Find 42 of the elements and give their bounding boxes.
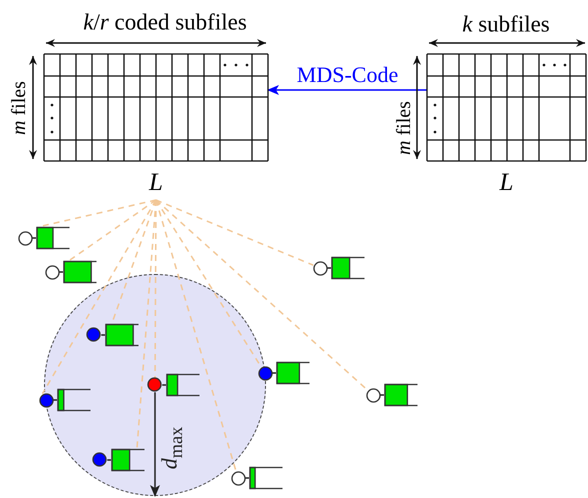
cache-buffer-icon (166, 372, 200, 396)
user-dot-icon (366, 388, 380, 402)
link-line (59, 271, 63, 273)
link-line (70, 199, 156, 261)
arrow (150, 392, 160, 497)
link-line (42, 199, 156, 227)
link-line (162, 384, 166, 386)
link-line (107, 459, 111, 461)
cache-buffer-icon (104, 322, 138, 346)
dimension-label: k subfiles (462, 11, 550, 37)
link-line (42, 200, 157, 394)
dimension-label: k/r coded subfiles (83, 9, 247, 35)
cache-buffer-icon (56, 388, 90, 412)
link-line (272, 372, 276, 374)
link-line (380, 394, 384, 396)
cache-buffer-icon (331, 256, 365, 280)
user-dot-icon (86, 327, 101, 342)
cache-buffer-icon (63, 260, 97, 284)
length-label: L (500, 169, 514, 197)
arrow (267, 85, 427, 95)
link-line (327, 267, 331, 269)
length-label: L (149, 169, 163, 197)
user-dot-icon (92, 452, 107, 467)
dimension-label: m files (8, 81, 30, 135)
link-line (156, 199, 368, 391)
link-line (155, 200, 237, 472)
link-line (101, 334, 105, 336)
user-dot-icon (44, 264, 60, 280)
cache-buffer-icon (110, 448, 144, 472)
user-dot-icon (147, 377, 162, 392)
user-dot-icon (38, 392, 54, 408)
link-line (245, 477, 249, 479)
link-line (156, 199, 314, 266)
user-dot-icon (18, 230, 32, 246)
link-line (53, 399, 57, 401)
user-dot-icon (312, 260, 328, 276)
cache-buffer-icon (384, 383, 418, 407)
link-line (32, 237, 36, 239)
cache-buffer-icon (36, 226, 70, 250)
cache-buffer-icon (276, 361, 310, 385)
dimension-label: m files (393, 101, 415, 155)
cache-buffer-icon (249, 466, 283, 490)
